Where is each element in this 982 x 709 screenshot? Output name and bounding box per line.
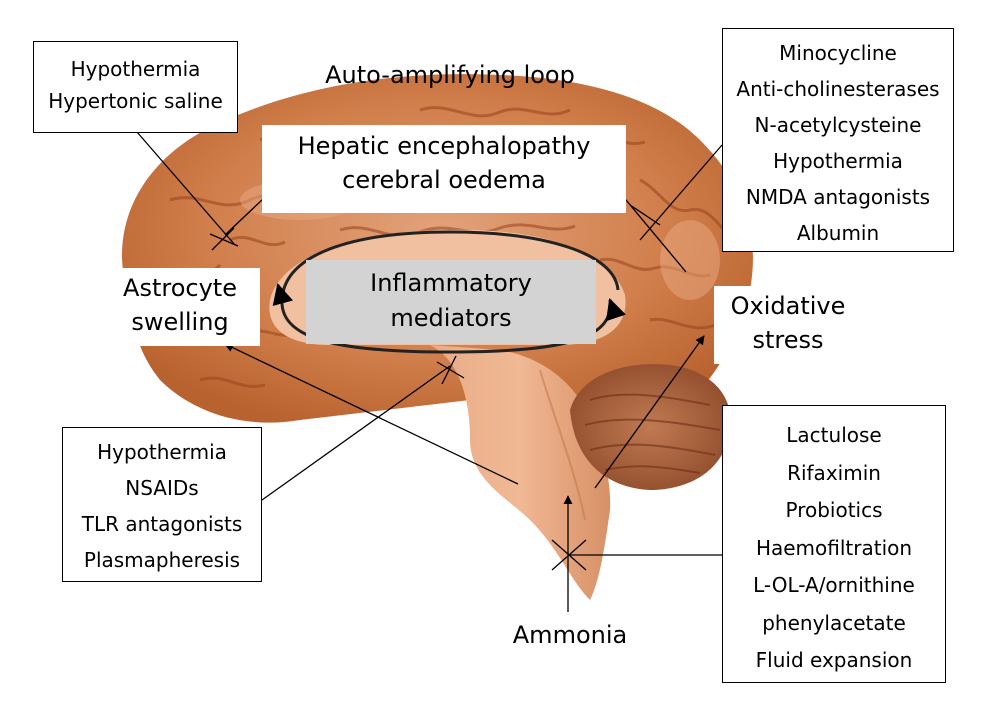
treatment-item: Minocycline bbox=[779, 41, 897, 65]
treatment-box-bottom-right: Lactulose Rifaximin Probiotics Haemofilt… bbox=[722, 405, 946, 683]
oxidative-line-2: stress bbox=[752, 325, 824, 354]
inflammatory-mediators-label: Inflammatory mediators bbox=[306, 260, 596, 344]
oxidative-line-1: Oxidative bbox=[730, 292, 846, 320]
oxidative-stress-label: Oxidative stress bbox=[714, 286, 862, 364]
ammonia-label: Ammonia bbox=[512, 621, 628, 649]
hepatic-line-2: cerebral oedema bbox=[342, 165, 546, 194]
treatment-item: Hypothermia bbox=[70, 57, 201, 81]
treatment-item: Albumin bbox=[796, 221, 880, 245]
treatment-item: Haemofiltration bbox=[755, 535, 913, 560]
inflammatory-line-2: mediators bbox=[390, 303, 512, 332]
hepatic-line-1: Hepatic encephalopathy bbox=[297, 132, 591, 160]
treatment-item: N-acetylcysteine bbox=[754, 113, 922, 137]
treatment-item: Hypertonic saline bbox=[48, 89, 223, 113]
treatment-item: Plasmapheresis bbox=[83, 548, 241, 572]
astrocyte-line-1: Astrocyte bbox=[123, 274, 237, 302]
treatment-item: phenylacetate bbox=[762, 610, 906, 635]
hepatic-encephalopathy-label: Hepatic encephalopathy cerebral oedema bbox=[262, 125, 626, 213]
treatment-item: Fluid expansion bbox=[755, 648, 913, 672]
treatment-item: Anti-cholinesterases bbox=[736, 77, 940, 101]
treatment-item: L-OL-A/ornithine bbox=[753, 573, 915, 597]
treatment-item: Probiotics bbox=[785, 498, 883, 522]
treatment-item: Rifaximin bbox=[787, 460, 881, 485]
loop-title: Auto-amplifying loop bbox=[325, 61, 575, 89]
treatment-item: NSAIDs bbox=[125, 476, 199, 500]
astrocyte-line-2: swelling bbox=[131, 307, 229, 336]
treatment-box-top-right: Minocycline Anti-cholinesterases N-acety… bbox=[722, 28, 954, 252]
treatment-item: Hypothermia bbox=[773, 149, 903, 173]
brainstem bbox=[430, 345, 611, 600]
inflammatory-line-1: Inflammatory bbox=[370, 269, 532, 297]
treatment-item: NMDA antagonists bbox=[745, 185, 931, 209]
treatment-box-bottom-left: Hypothermia NSAIDs TLR antagonists Plasm… bbox=[62, 427, 262, 582]
treatment-item: TLR antagonists bbox=[81, 512, 243, 536]
astrocyte-swelling-label: Astrocyte swelling bbox=[100, 268, 260, 346]
treatment-box-top-left: Hypothermia Hypertonic saline bbox=[33, 41, 238, 133]
treatment-item: Hypothermia bbox=[97, 440, 227, 464]
treatment-item: Lactulose bbox=[786, 423, 882, 447]
